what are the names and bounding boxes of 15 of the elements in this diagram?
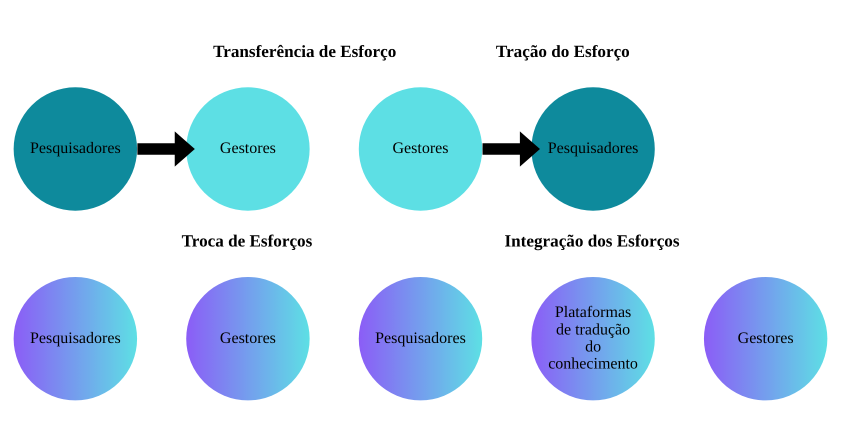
node-circle: Gestores bbox=[358, 86, 482, 210]
node-circle: Pesquisadores bbox=[14, 276, 138, 400]
node-circle: Plataformas de tradução do conhecimento bbox=[531, 276, 655, 400]
label: Integração dos Esforços bbox=[504, 231, 680, 250]
node-circle: Pesquisadores bbox=[14, 86, 138, 210]
label: Troca de Esforços bbox=[182, 231, 312, 250]
arrow bbox=[482, 130, 540, 166]
label: Transferência de Esforço bbox=[213, 42, 396, 60]
node-circle: Gestores bbox=[186, 86, 310, 210]
node-circle: Pesquisadores bbox=[358, 276, 482, 400]
label: Tração do Esforço bbox=[496, 42, 630, 60]
node-circle: Gestores bbox=[186, 276, 310, 400]
node-circle: Pesquisadores bbox=[531, 86, 655, 210]
arrow bbox=[137, 130, 195, 166]
node-circle: Gestores bbox=[704, 276, 828, 400]
